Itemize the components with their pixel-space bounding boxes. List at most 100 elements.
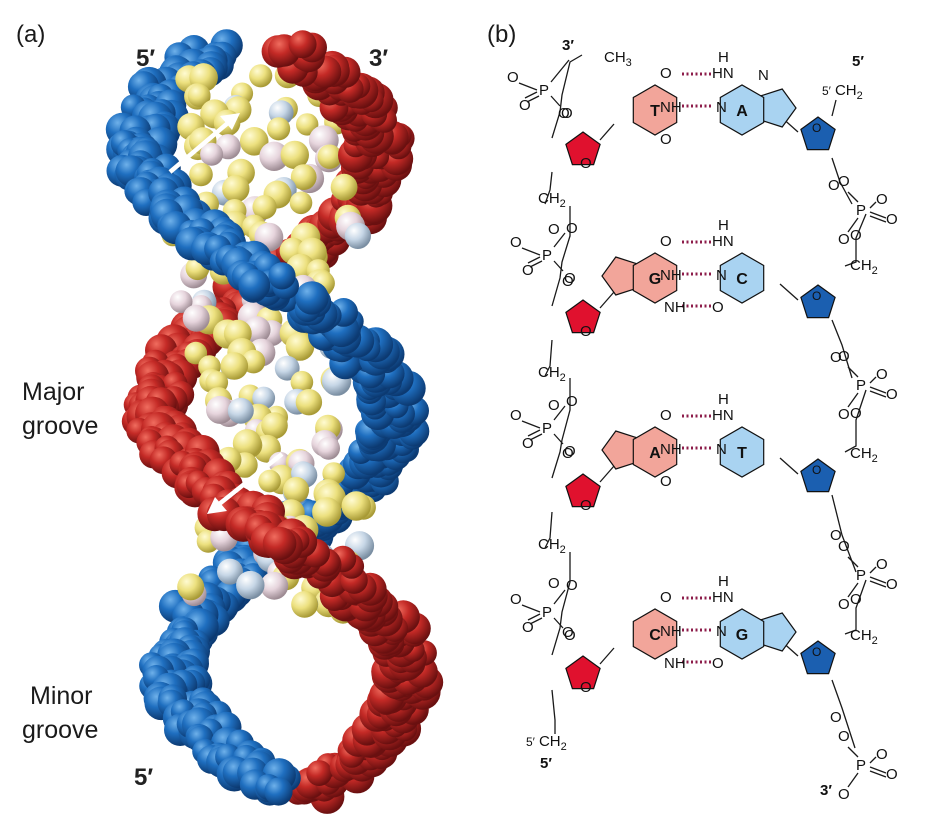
atom-sphere [222,175,250,203]
deoxyribose-sugar [800,640,836,675]
atom-sphere [187,84,211,107]
base-letter-right: A [736,103,748,120]
oxygen-atom: O [850,405,862,422]
atom-sphere [206,395,234,424]
atom-sphere [291,591,318,618]
base-letter-right: G [736,627,748,644]
base-ring-right [719,252,765,304]
atom-sphere [289,191,313,215]
atom-sphere [252,386,276,410]
atom-sphere [274,355,300,381]
atom-sphere [317,144,342,169]
phosphorus-atom: P [542,604,552,621]
atom-sphere [262,526,297,561]
oxygen-atom: O [660,473,672,490]
minor-groove-label: Minor groove [22,682,99,744]
atom-sphere [290,164,317,191]
atom-sphere [285,332,315,361]
nh-group: NH [660,99,682,116]
oxygen-atom: O [564,627,576,644]
oxygen-atom: O [566,220,578,237]
oxygen-atom: O [712,299,724,316]
atom-sphere [239,127,269,156]
ring-oxygen: O [812,645,821,659]
panel-a-label: (a) [16,21,45,48]
ch2-group: CH2 [850,257,878,277]
ring-oxygen: O [580,323,592,340]
atom-sphere [317,436,340,460]
phosphorus-atom: P [856,757,866,774]
oxygen-atom: O [548,221,560,238]
nh-group: NH [664,655,686,672]
oxygen-atom: O [562,445,574,462]
phosphorus-atom: P [856,202,866,219]
ring-oxygen: O [580,155,592,172]
base-letter-right: C [736,271,748,288]
atom-sphere [344,222,371,249]
nitrogen-atom: N [716,623,727,640]
oxygen-atom: O [564,443,576,460]
nitrogen-atom: N [716,441,727,458]
atom-sphere [249,64,273,88]
phosphorus-atom: P [856,377,866,394]
base-ring-right [719,84,765,136]
atom-sphere [260,571,289,600]
oxygen-atom: O [507,69,519,86]
base-ring-left [632,252,678,304]
strand-5prime-top-left: 5′ [136,45,155,72]
oxygen-atom: O [519,97,531,114]
nitrogen-atom: N [716,267,727,284]
deoxyribose-sugar [565,299,601,334]
end-5prime-top-right: 5′ [852,53,864,70]
hydrogen-atom: H [718,49,729,66]
oxygen-atom: O [558,105,570,122]
oxygen-atom: O [510,591,522,608]
oxygen-atom: O [561,105,573,122]
deoxyribose-sugar [565,131,601,166]
deoxyribose-sugar [565,655,601,690]
atom-sphere [312,497,342,527]
base-ring-left [632,426,678,478]
nitrogen-atom: N [716,99,727,116]
deoxyribose-sugar [800,284,836,319]
atom-sphere [189,162,213,187]
base-ring-left [632,84,678,136]
base-ring-right [719,426,765,478]
oxygen-atom: O [876,366,888,383]
nh-group: NH [660,623,682,640]
nh-group: NH [660,267,682,284]
atom-sphere [227,397,254,424]
nitrogen-atom: N [758,67,769,84]
hydrogen-atom: H [718,391,729,408]
nh-group: NH [664,299,686,316]
strand-5prime-bottom-left: 5′ [134,764,153,791]
oxygen-atom: O [838,786,850,803]
hydrogen-atom: H [718,573,729,590]
oxygen-atom: O [838,596,850,613]
oxygen-atom: O [838,406,850,423]
strand-3prime-top-right: 3′ [369,45,388,72]
oxygen-atom: O [548,397,560,414]
end-5prime-bottom-left: 5′ [540,755,552,772]
oxygen-atom: O [562,624,574,641]
base-letter-left: T [650,103,660,120]
base-letter-right: T [737,445,747,462]
methyl-group: CH3 [604,49,632,69]
oxygen-atom: O [838,348,850,365]
major-groove-label: Major groove [22,378,98,440]
ring-oxygen: O [812,289,821,303]
phosphorus-atom: P [539,82,549,99]
ring-oxygen: O [812,463,821,477]
atom-sphere [252,195,277,220]
base-ring-left [632,608,678,660]
oxygen-atom: O [566,393,578,410]
oxygen-atom: O [886,766,898,783]
atom-sphere [220,352,249,380]
atom-sphere [261,412,288,439]
